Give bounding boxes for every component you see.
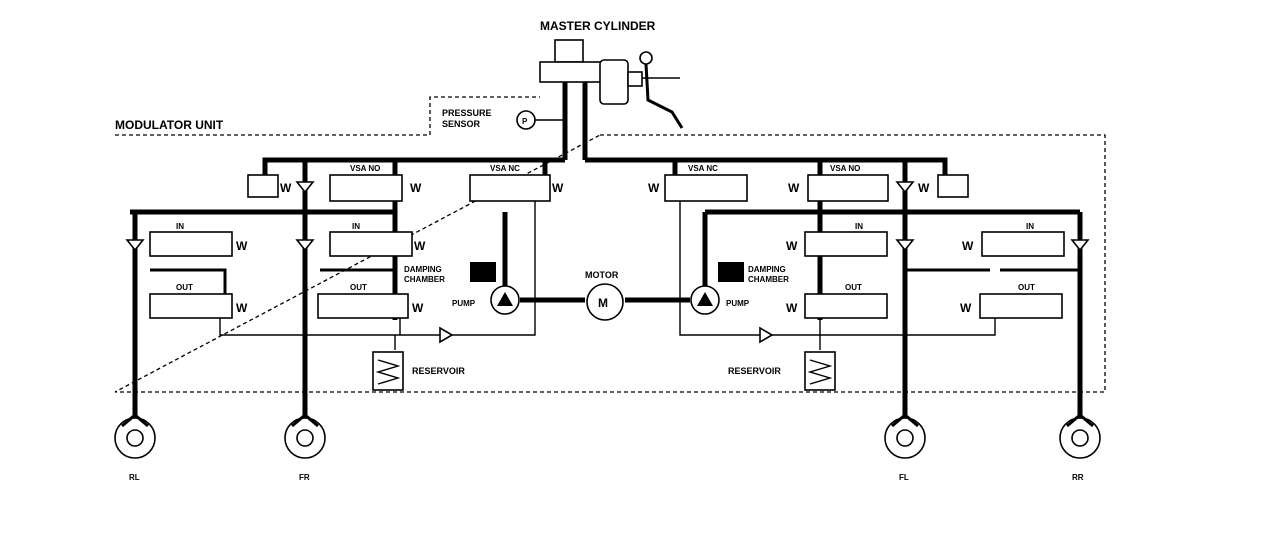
svg-text:W: W bbox=[412, 301, 424, 315]
svg-text:IN: IN bbox=[176, 222, 184, 231]
manifold-lines bbox=[130, 157, 1083, 420]
right-in-out-valves: W IN W IN W OUT W OUT bbox=[786, 222, 1065, 319]
svg-text:IN: IN bbox=[1026, 222, 1034, 231]
pump-right-label: PUMP bbox=[726, 299, 750, 308]
wheel-rl-label: RL bbox=[129, 473, 140, 482]
return-lines bbox=[219, 200, 996, 350]
svg-text:W: W bbox=[552, 181, 564, 195]
vsa-no-valve-left bbox=[329, 174, 403, 202]
wheel-fr-label: FR bbox=[299, 473, 310, 482]
svg-text:W: W bbox=[648, 181, 660, 195]
wheel-fl: FL bbox=[884, 413, 926, 482]
pressure-sensor-label-line2: SENSOR bbox=[442, 119, 481, 129]
vsa-nc-valve-left bbox=[469, 174, 551, 202]
svg-text:VSA NC: VSA NC bbox=[688, 164, 718, 173]
master-cylinder bbox=[539, 39, 684, 160]
wheel-rr-label: RR bbox=[1072, 473, 1084, 482]
relief-valve-left bbox=[247, 174, 279, 198]
reservoir-left bbox=[372, 351, 404, 391]
wheel-rl: RL bbox=[114, 413, 156, 482]
vsa-no-valve-right bbox=[807, 174, 889, 202]
motor-symbol: M bbox=[598, 296, 608, 310]
svg-text:VSA NO: VSA NO bbox=[830, 164, 860, 173]
svg-text:W: W bbox=[788, 181, 800, 195]
pressure-sensor-label-line1: PRESSURE bbox=[442, 108, 492, 118]
svg-text:IN: IN bbox=[855, 222, 863, 231]
svg-text:W: W bbox=[410, 181, 422, 195]
modulator-unit-boundary bbox=[114, 96, 1106, 393]
svg-text:W: W bbox=[280, 181, 292, 195]
svg-text:VSA NC: VSA NC bbox=[490, 164, 520, 173]
svg-text:W: W bbox=[786, 239, 798, 253]
svg-text:OUT: OUT bbox=[350, 283, 367, 292]
reservoir-left-label: RESERVOIR bbox=[412, 366, 465, 376]
damping-chamber-right-label2: CHAMBER bbox=[748, 275, 789, 284]
svg-text:VSA NO: VSA NO bbox=[350, 164, 380, 173]
svg-text:W: W bbox=[786, 301, 798, 315]
master-cylinder-label: MASTER CYLINDER bbox=[540, 19, 656, 33]
svg-text:W: W bbox=[962, 239, 974, 253]
pump-left-label: PUMP bbox=[452, 299, 476, 308]
check-valves bbox=[125, 181, 1090, 344]
svg-text:OUT: OUT bbox=[176, 283, 193, 292]
svg-text:W: W bbox=[960, 301, 972, 315]
wheel-fl-label: FL bbox=[899, 473, 909, 482]
damping-chamber-left-label1: DAMPING bbox=[404, 265, 442, 274]
damping-chamber-left bbox=[470, 262, 496, 282]
wheel-fr: FR bbox=[284, 413, 326, 482]
left-in-out-valves: IN W IN W OUT W OUT W bbox=[149, 222, 426, 319]
svg-text:IN: IN bbox=[352, 222, 360, 231]
relief-valve-right bbox=[937, 174, 969, 198]
svg-text:W: W bbox=[414, 239, 426, 253]
modulator-unit-label: MODULATOR UNIT bbox=[115, 118, 224, 132]
svg-text:W: W bbox=[918, 181, 930, 195]
svg-text:OUT: OUT bbox=[1018, 283, 1035, 292]
damping-chamber-right-label1: DAMPING bbox=[748, 265, 786, 274]
motor-label: MOTOR bbox=[585, 270, 619, 280]
damping-chamber-right bbox=[718, 262, 744, 282]
pressure-sensor-symbol: P bbox=[522, 117, 528, 126]
motor-icon bbox=[586, 283, 624, 321]
svg-text:OUT: OUT bbox=[845, 283, 862, 292]
reservoir-right bbox=[804, 351, 836, 391]
reservoir-right-label: RESERVOIR bbox=[728, 366, 781, 376]
damping-chamber-left-label2: CHAMBER bbox=[404, 275, 445, 284]
vsa-nc-valve-right bbox=[664, 174, 748, 202]
svg-text:W: W bbox=[236, 301, 248, 315]
svg-text:W: W bbox=[236, 239, 248, 253]
vsa-valves: W VSA NO W VSA NC W W VSA NC W VSA NO W bbox=[247, 164, 969, 202]
wheel-rr: RR bbox=[1059, 413, 1101, 482]
